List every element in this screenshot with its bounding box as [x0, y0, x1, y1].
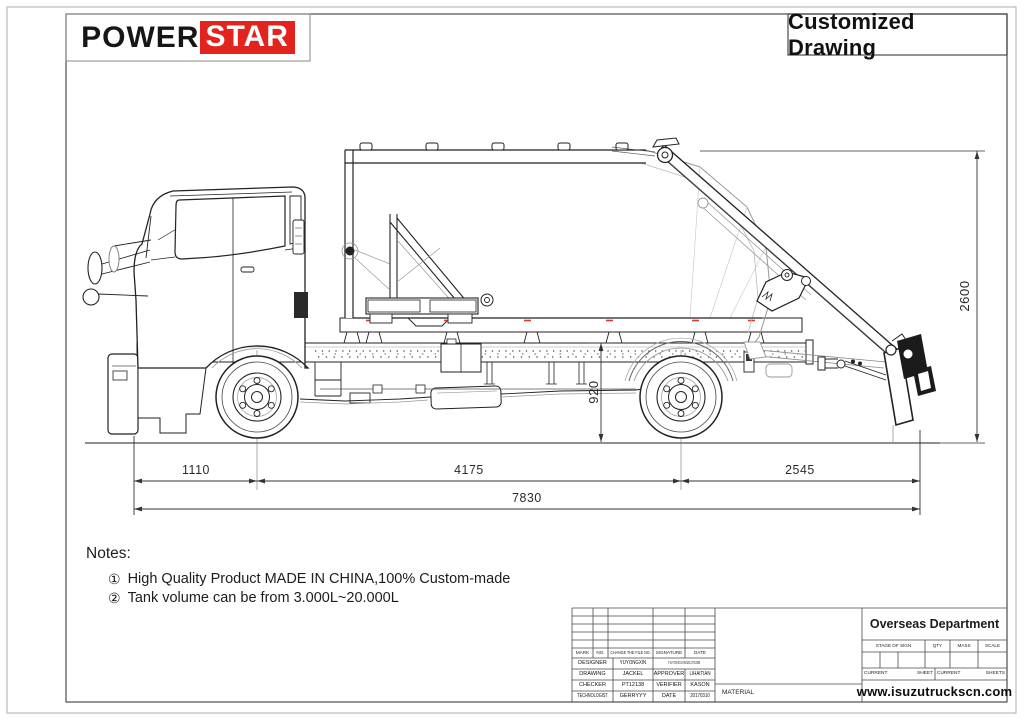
tb-approver-value: LIHAITIAN — [689, 670, 711, 677]
note-text-2: Tank volume can be from 3.000L~20.000L — [127, 590, 399, 606]
rear-mechanism — [743, 333, 936, 443]
door-window — [174, 195, 286, 260]
tb-department: Overseas Department — [869, 616, 1000, 631]
truck-cab — [82, 186, 310, 435]
underbody-equipment — [299, 338, 660, 410]
title-frame — [787, 13, 1008, 56]
tb-website: www.isuzutruckscn.com — [856, 683, 1013, 699]
tb-stage-of-sign: STAGE OF SIGN — [875, 642, 912, 648]
dim-frame-height: 920 — [586, 380, 601, 404]
tb-technologist-label: TECHNOLOGIST — [577, 692, 608, 699]
tb-drawing-value: JACKEL — [622, 670, 644, 677]
logo-frame — [65, 13, 311, 62]
logo-text-star: STAR — [200, 21, 295, 54]
note-item-2: ② Tank volume can be from 3.000L~20.000L — [108, 591, 399, 606]
tb-sheet: SHEET — [917, 670, 933, 676]
page-border — [6, 6, 1017, 714]
air-intake — [294, 292, 308, 318]
tb-sheets: SHEETS — [985, 670, 1005, 676]
tb-designer-value: YUYONGXIN — [619, 659, 647, 666]
tb-signature: SIGNATURE — [655, 649, 683, 655]
dimension-lines — [133, 150, 985, 515]
tb-no: NO. — [596, 649, 605, 655]
arm-pivot — [656, 146, 674, 164]
tb-current-sheets: CURRENT SHEETS — [935, 668, 1007, 680]
dimension-arrows — [134, 151, 980, 512]
body-subframe — [339, 317, 803, 344]
tb-drawing-label: DRAWING — [579, 670, 606, 677]
tb-change-file: CHANGE THE FILE NO. — [610, 649, 651, 655]
rear-mudguard — [624, 337, 738, 382]
tb-verifier-label: VERIFIER — [656, 681, 682, 688]
note-bullet-1: ① — [108, 571, 121, 588]
note-bullet-2: ② — [108, 590, 121, 607]
headlight — [112, 370, 128, 381]
page-title: Customized Drawing — [788, 8, 915, 60]
tb-current-left: CURRENT — [864, 670, 888, 676]
note-item-1: ① High Quality Product MADE IN CHINA,100… — [108, 572, 510, 587]
mirrors — [82, 239, 152, 306]
tb-scale: SCALE — [984, 642, 1001, 648]
title-block-grid — [571, 607, 1007, 702]
tb-technologist-value: GERRYYY — [619, 692, 647, 699]
tank-body — [341, 142, 772, 353]
tb-qty: QTY — [932, 642, 943, 648]
tb-verifier-value: KASON — [690, 681, 710, 688]
front-wheel — [215, 350, 299, 490]
notes-label: Notes: — [86, 545, 131, 562]
tb-date-label: DATE — [661, 692, 677, 699]
wiper — [157, 227, 179, 241]
powerstar-logo: POWER STAR — [66, 14, 310, 61]
tb-date-header: DATE — [694, 649, 706, 655]
tb-material-label: MATERIAL — [722, 688, 755, 696]
front-bracket — [341, 214, 494, 324]
arm-bracket — [756, 269, 811, 312]
rear-wheel — [639, 350, 723, 490]
note-text-1: High Quality Product MADE IN CHINA,100% … — [127, 571, 511, 587]
logo-text-power: POWER — [81, 20, 200, 54]
dim-overall-length: 7830 — [512, 490, 542, 505]
dim-rear-overhang: 2545 — [785, 462, 815, 477]
tb-checker-value: PT12138 — [621, 681, 645, 688]
tb-approver-label: APPROVER — [653, 670, 685, 677]
tb-mark: MARK — [575, 649, 590, 655]
door-handle — [240, 266, 255, 273]
tb-mass: MASS — [957, 642, 971, 648]
tb-current-right: CURRENT — [937, 670, 961, 676]
dim-wheelbase: 4175 — [454, 462, 484, 477]
dim-front-overhang: 1110 — [182, 462, 210, 477]
tb-designer-label: DESIGNER — [578, 659, 607, 666]
dim-overall-height: 2600 — [957, 280, 972, 312]
tb-designer-signature: YUYONGXIN/20170308 — [667, 660, 701, 666]
tb-current-sheet: CURRENT SHEET — [862, 668, 935, 680]
top-lugs — [359, 142, 629, 151]
cab-skirt — [137, 367, 207, 434]
tb-checker-label: CHECKER — [579, 681, 606, 688]
tb-date-value: 20170310 — [690, 692, 710, 699]
